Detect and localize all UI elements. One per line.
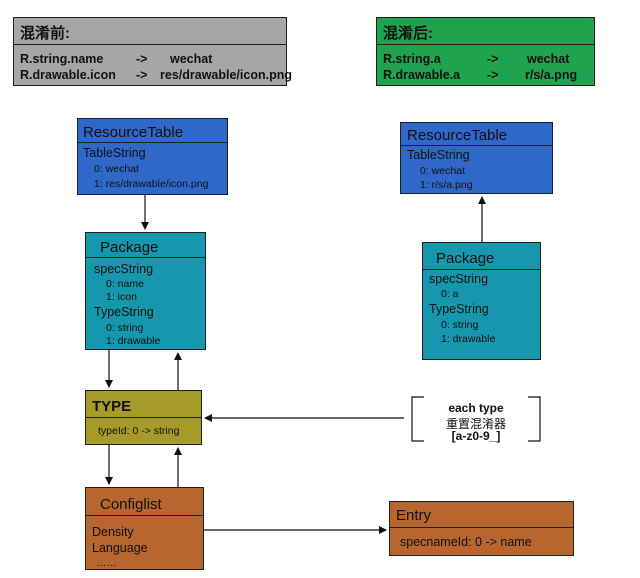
right-package-title: Package [436, 250, 495, 267]
before-line1-left: R.string.name [20, 52, 104, 66]
right-resource-table-subtitle: TableString [407, 148, 470, 162]
left-package-spec-label: specString [94, 262, 154, 276]
before-banner: 混淆前: R.string.name -> wechat R.drawable.… [13, 17, 292, 86]
right-package-type0: 0: string [441, 319, 479, 331]
after-line1-left: R.string.a [383, 52, 441, 66]
right-resource-table-item0: 0: wechat [420, 165, 465, 177]
left-package-type-label: TypeString [94, 305, 154, 319]
left-resource-table-item1: 1: res/drawable/icon.png [94, 178, 209, 190]
configlist-item2: Language [92, 541, 148, 555]
note-bracket-right [528, 396, 541, 442]
left-package: Package specString 0: name 1: icon TypeS… [85, 232, 206, 350]
note-bracket-left [411, 396, 424, 442]
left-package-spec1: 1: icon [106, 291, 137, 303]
configlist-box: Configlist Density Language …… [85, 487, 204, 570]
right-package-spec0: 0: a [441, 288, 459, 300]
note-line1: each type [448, 401, 504, 415]
after-line2-arrow: -> [487, 68, 499, 82]
left-resource-table-title: ResourceTable [83, 124, 184, 141]
before-line2-left: R.drawable.icon [20, 68, 116, 82]
before-line2-arrow: -> [136, 68, 148, 82]
right-resource-table-title: ResourceTable [407, 127, 508, 144]
right-package: Package specString 0: a TypeString 0: st… [422, 242, 541, 360]
left-package-type1: 1: drawable [106, 335, 161, 347]
configlist-title: Configlist [100, 496, 162, 513]
right-resource-table-item1: 1: r/s/a.png [420, 179, 473, 191]
left-resource-table-item0: 0: wechat [94, 163, 139, 175]
type-box-title: TYPE [92, 398, 132, 415]
left-resource-table-subtitle: TableString [83, 146, 146, 160]
left-package-spec0: 0: name [106, 278, 144, 290]
type-box-row: typeId: 0 -> string [98, 425, 180, 437]
right-package-type1: 1: drawable [441, 333, 496, 345]
note-line3: [a-z0-9_] [451, 429, 501, 443]
note-line2: 重置混淆器 [445, 417, 506, 431]
right-package-type-label: TypeString [429, 302, 489, 316]
left-resource-table: ResourceTable TableString 0: wechat 1: r… [77, 118, 228, 195]
right-resource-table: ResourceTable TableString 0: wechat 1: r… [400, 122, 553, 194]
after-line1-arrow: -> [487, 52, 499, 66]
configlist-item3: …… [96, 557, 117, 569]
after-line1-right: wechat [527, 52, 570, 66]
before-line1-right: wechat [170, 52, 213, 66]
type-box: TYPE typeId: 0 -> string [85, 390, 202, 445]
after-line2-left: R.drawable.a [383, 68, 461, 82]
entry-box: Entry specnameId: 0 -> name [389, 501, 574, 556]
right-package-spec-label: specString [429, 272, 489, 286]
left-package-type0: 0: string [106, 322, 144, 334]
left-package-title: Package [100, 239, 159, 256]
after-banner: 混淆后: R.string.a -> wechat R.drawable.a -… [376, 17, 595, 86]
before-line2-right: res/drawable/icon.png [160, 68, 292, 82]
before-line1-arrow: -> [136, 52, 148, 66]
configlist-item1: Density [92, 525, 134, 539]
after-line2-right: r/s/a.png [525, 68, 578, 82]
after-title: 混淆后: [383, 25, 433, 42]
entry-row: specnameId: 0 -> name [400, 535, 532, 549]
before-title: 混淆前: [20, 25, 70, 42]
entry-title: Entry [396, 507, 432, 524]
